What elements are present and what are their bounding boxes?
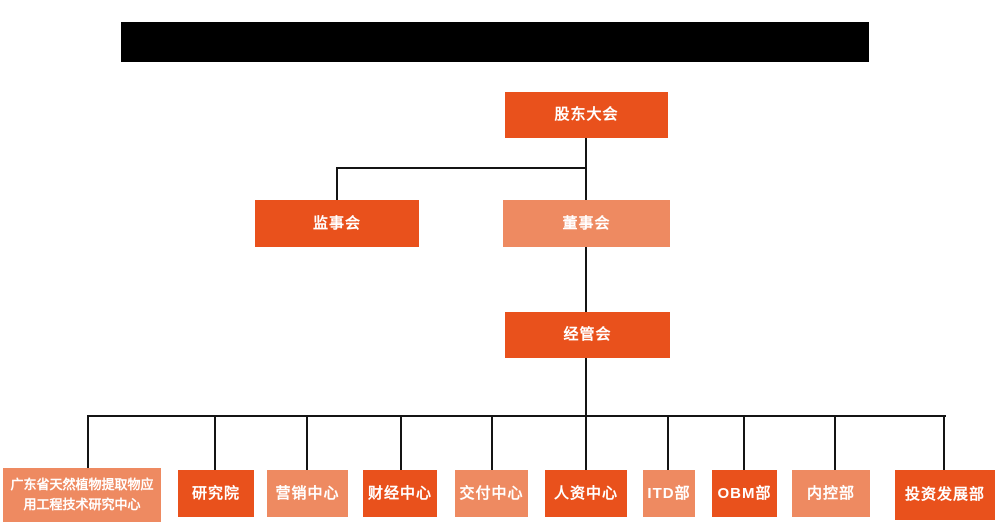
connector-drop-obm-dept <box>743 415 745 470</box>
connector-shareholders-down <box>585 138 587 200</box>
connector-drop-finance-center <box>400 415 402 470</box>
org-node-label: 经管会 <box>563 326 612 343</box>
connector-drop-research-institute <box>214 415 216 470</box>
org-node-gd-research-center: 广东省天然植物提取物应用工程技术研究中心 <box>3 468 161 522</box>
connector-drop-itd-dept <box>667 415 669 470</box>
org-node-obm-dept: OBM部 <box>712 470 777 517</box>
org-node-itd-dept: ITD部 <box>643 470 695 517</box>
org-node-label: 投资发展部 <box>904 486 985 503</box>
org-node-label: 监事会 <box>312 214 361 232</box>
connector-drop-internal-control-dept <box>834 415 836 470</box>
org-node-label: 营销中心 <box>275 484 340 502</box>
org-node-label: OBM部 <box>717 484 772 502</box>
connector-bus-horizontal <box>87 415 946 417</box>
org-node-finance-center: 财经中心 <box>363 470 437 517</box>
connector-management-down <box>585 358 587 416</box>
org-node-shareholders-meeting: 股东大会 <box>505 92 668 138</box>
connector-branch-horizontal <box>336 167 587 169</box>
org-node-label: ITD部 <box>647 484 691 502</box>
org-node-research-institute: 研究院 <box>178 470 254 517</box>
org-node-label: 董事会 <box>562 214 611 232</box>
org-node-internal-control-dept: 内控部 <box>792 470 870 517</box>
connector-drop-investment-dev-dept <box>943 415 945 470</box>
org-node-delivery-center: 交付中心 <box>455 470 528 517</box>
org-node-board-of-directors: 董事会 <box>503 200 670 247</box>
org-node-label: 内控部 <box>806 484 855 502</box>
org-node-investment-dev-dept: 投资发展部 <box>895 470 995 520</box>
org-node-label: 广东省天然植物提取物应用工程技术研究中心 <box>10 476 154 512</box>
redacted-title-bar <box>121 22 869 62</box>
org-node-label: 研究院 <box>191 484 240 502</box>
org-node-supervisory-board: 监事会 <box>255 200 419 247</box>
org-node-label: 财经中心 <box>367 484 432 502</box>
connector-board-to-management <box>585 247 587 312</box>
connector-supervisory-drop <box>336 167 338 200</box>
connector-drop-delivery-center <box>491 415 493 470</box>
org-node-marketing-center: 营销中心 <box>267 470 348 517</box>
org-node-hr-center: 人资中心 <box>545 470 627 517</box>
org-node-label: 交付中心 <box>459 484 524 502</box>
connector-drop-hr-center <box>585 415 587 470</box>
org-node-label: 股东大会 <box>554 106 619 123</box>
org-node-label: 人资中心 <box>553 484 618 502</box>
connector-drop-gd-research-center <box>87 415 89 470</box>
org-node-management-committee: 经管会 <box>505 312 670 358</box>
connector-drop-marketing-center <box>306 415 308 470</box>
